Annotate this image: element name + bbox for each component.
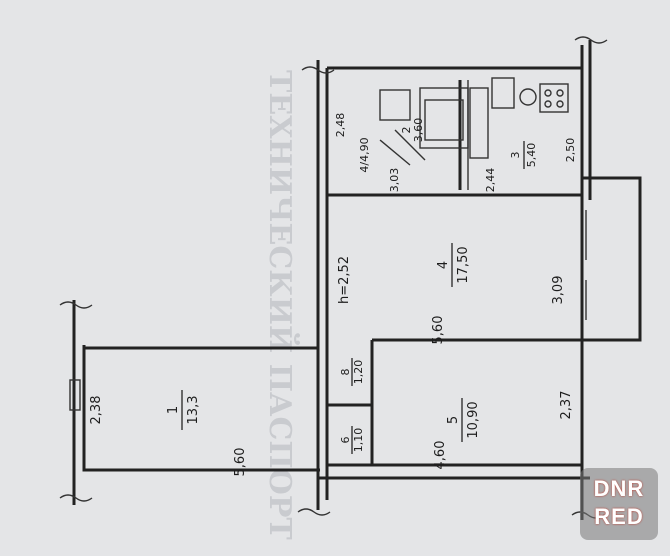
dim-room1-length: 5,60	[233, 448, 248, 477]
bath-fixtures	[379, 77, 569, 166]
dim-ceiling-height: h=2,52	[337, 256, 352, 304]
room-3-area: 5,40	[525, 143, 538, 168]
dim-kitchen-length: 3,03	[388, 168, 401, 193]
dim-living-width: 3,09	[551, 276, 566, 305]
dim-kitchen-right: 2,50	[564, 138, 577, 163]
outer-walls	[72, 40, 642, 520]
room-6-number: 6	[339, 437, 352, 444]
room-6-area: 1,10	[352, 428, 365, 453]
dim-room1-width: 2,38	[89, 396, 104, 425]
room-5-number: 5	[446, 416, 461, 424]
svg-text:ТЕХНИЧЕСКИЙ ПАСПОРТ: ТЕХНИЧЕСКИЙ ПАСПОРТ	[262, 70, 300, 540]
break-marks	[59, 36, 608, 519]
room-corridor-label: 4/4,90	[358, 137, 371, 172]
dim-living-length: 5,60	[431, 316, 446, 345]
room-2-number: 2	[400, 127, 413, 134]
stove-icon	[539, 83, 569, 113]
watermark-line-1: DNR	[593, 476, 645, 501]
sink-icon	[519, 88, 537, 106]
dim-room5-length: 4,60	[433, 441, 448, 470]
windows	[69, 210, 587, 411]
room-4-area: 17,50	[456, 246, 471, 283]
room-5-area: 10,90	[466, 401, 481, 438]
room-1-area: 13,3	[186, 396, 201, 425]
room-8-area: 1,20	[352, 360, 365, 385]
room-8-number: 8	[339, 369, 352, 376]
room-2-area: 3,60	[412, 118, 425, 143]
dim-room5-width: 2,37	[559, 391, 574, 420]
dim-small-3: 2,44	[484, 168, 497, 193]
room-3-number: 3	[509, 152, 522, 159]
room-4-number: 4	[436, 261, 451, 269]
watermark-logo: DNR RED	[580, 468, 658, 540]
dim-kitchen-width: 2,48	[334, 113, 347, 138]
bleed-through-text: ТЕХНИЧЕСКИЙ ПАСПОРТ	[262, 70, 300, 540]
watermark-line-2: RED	[594, 504, 644, 529]
room-1-number: 1	[166, 406, 181, 414]
